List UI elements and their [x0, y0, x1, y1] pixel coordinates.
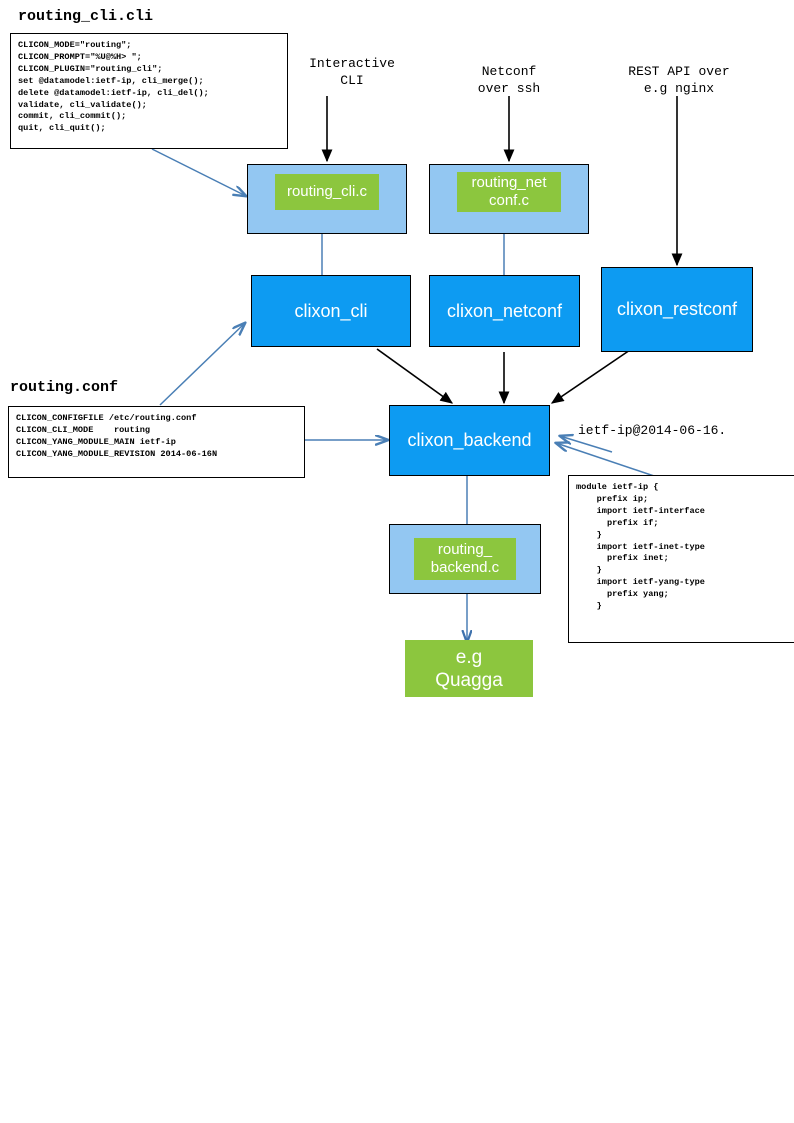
yang-code-box: module ietf-ip { prefix ip; import ietf-… [568, 475, 794, 643]
node-clixon-cli[interactable]: clixon_cli [251, 275, 411, 347]
node-clixon-restconf[interactable]: clixon_restconf [601, 267, 753, 352]
yang-file-label: ietf-ip@2014-06-16. [578, 423, 727, 438]
edge-conf-to-clixon-cli [159, 323, 245, 406]
plugin-container-routing-backend: routing_ backend.c [389, 524, 541, 594]
label-interactive-cli: Interactive CLI [309, 56, 395, 88]
node-routing-backend-c[interactable]: routing_ backend.c [414, 538, 516, 580]
node-clixon-netconf[interactable]: clixon_netconf [429, 275, 580, 347]
yang-code-text: module ietf-ip { prefix ip; import ietf-… [576, 482, 705, 612]
conf-code-box: CLICON_CONFIGFILE /etc/routing.conf CLIC… [8, 406, 305, 478]
cli-spec-file-title: routing_cli.cli [18, 8, 154, 25]
node-quagga[interactable]: e.g Quagga [405, 640, 533, 697]
conf-file-title: routing.conf [10, 379, 119, 396]
plugin-container-routing-netconf: routing_net conf.c [429, 164, 589, 234]
label-netconf-over-ssh: Netconf over ssh [477, 64, 541, 96]
node-routing-netconf-c[interactable]: routing_net conf.c [457, 172, 561, 212]
node-routing-cli-c[interactable]: routing_cli.c [275, 174, 379, 210]
cli-spec-code-box: CLICON_MODE="routing"; CLICON_PROMPT="%U… [10, 33, 288, 149]
edge-clixon-restconf-to-backend [550, 349, 631, 404]
node-clixon-backend[interactable]: clixon_backend [389, 405, 550, 476]
edge-clixon-cli-to-backend [376, 348, 454, 404]
edge-cli-spec-to-routing-cli-c [151, 148, 246, 196]
plugin-container-routing-cli: routing_cli.c [247, 164, 407, 234]
label-rest-api-nginx: REST API over e.g nginx [628, 64, 730, 96]
conf-code-text: CLICON_CONFIGFILE /etc/routing.conf CLIC… [16, 413, 218, 459]
cli-spec-code-text: CLICON_MODE="routing"; CLICON_PROMPT="%U… [18, 40, 209, 134]
edge-yang-to-backend [556, 443, 661, 479]
